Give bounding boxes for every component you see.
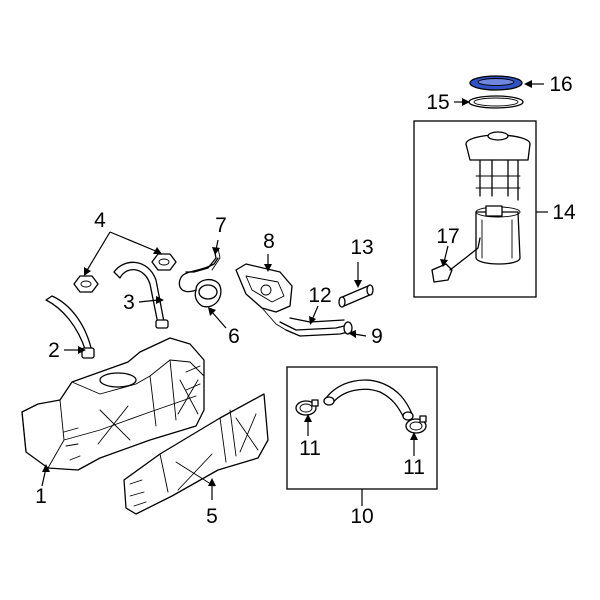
callout-5: 5 xyxy=(206,505,218,528)
fuel-tank[interactable] xyxy=(21,337,205,471)
vapor-canister[interactable] xyxy=(235,263,293,331)
callout-2: 2 xyxy=(48,339,60,362)
callout-6: 6 xyxy=(228,325,240,348)
callout-14: 14 xyxy=(552,201,576,224)
callout-11-left: 11 xyxy=(299,437,321,460)
hose-clamp-right[interactable] xyxy=(405,415,427,434)
callout-3: 3 xyxy=(123,291,135,314)
fuel-filler-neck[interactable] xyxy=(178,257,222,308)
level-sensor[interactable] xyxy=(431,237,481,283)
strap-nut-right[interactable] xyxy=(151,253,177,271)
pump-lock-ring[interactable] xyxy=(469,75,523,91)
callout-16: 16 xyxy=(549,73,572,96)
callout-11-right: 11 xyxy=(403,456,425,479)
tank-strap-right[interactable] xyxy=(113,261,169,329)
callout-labels: 1 2 3 4 5 6 7 8 9 10 11 11 12 13 14 15 1… xyxy=(35,73,576,528)
callout-8: 8 xyxy=(263,230,275,253)
strap-nut-left[interactable] xyxy=(73,275,99,293)
callout-4: 4 xyxy=(94,209,106,232)
tank-strap-left[interactable] xyxy=(45,295,95,359)
callout-9: 9 xyxy=(371,325,383,348)
pump-seal-ring[interactable] xyxy=(468,95,524,109)
callout-15: 15 xyxy=(426,91,449,114)
filler-hose[interactable] xyxy=(323,379,414,421)
fuel-pump-module[interactable] xyxy=(465,131,531,265)
hose-clamp-left[interactable] xyxy=(295,399,319,416)
callout-1: 1 xyxy=(35,485,47,508)
callout-13: 13 xyxy=(350,236,373,259)
fuel-pump-module-box xyxy=(413,120,537,298)
vent-hose[interactable] xyxy=(185,247,221,273)
short-hose[interactable] xyxy=(338,284,374,308)
fuel-lines[interactable] xyxy=(279,317,353,337)
callout-17: 17 xyxy=(436,225,459,248)
callout-12: 12 xyxy=(308,284,331,307)
leader-lines xyxy=(41,80,548,506)
callout-10: 10 xyxy=(350,505,373,528)
skid-plate[interactable] xyxy=(123,393,269,515)
callout-7: 7 xyxy=(215,214,227,237)
